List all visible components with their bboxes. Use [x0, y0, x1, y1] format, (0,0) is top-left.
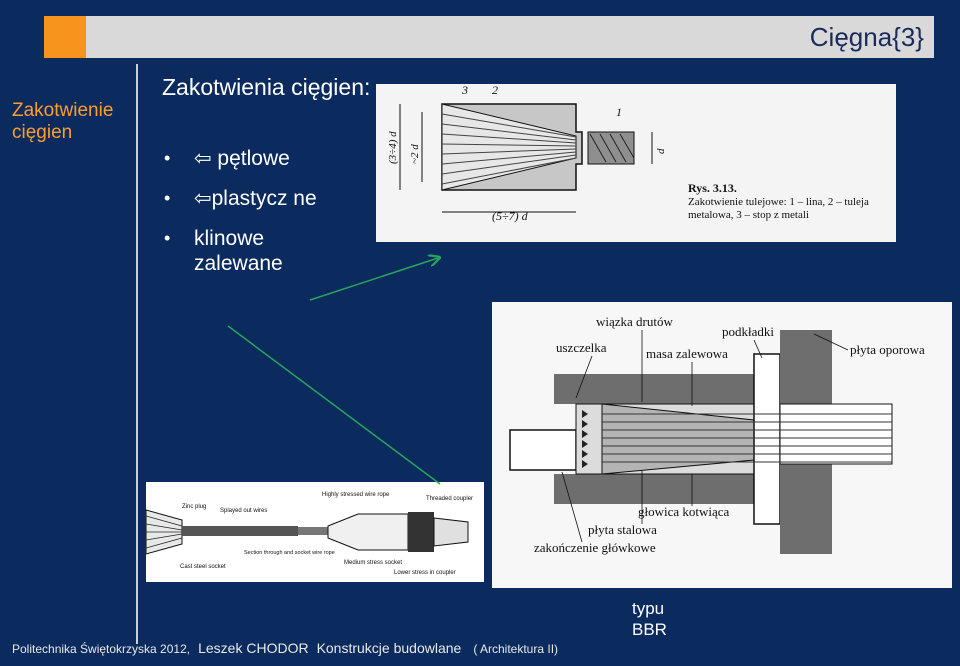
arrow-to-rope-figure: [227, 325, 441, 485]
footer-author: Leszek CHODOR: [198, 640, 309, 656]
footer-university: Politechnika Świętokrzyska 2012,: [12, 642, 191, 656]
label-medium-stress: Medium stress socket: [344, 560, 402, 566]
footer: Politechnika Świętokrzyska 2012, Leszek C…: [12, 640, 558, 658]
label-lower-stress: Lower stress in coupler: [394, 570, 456, 576]
sidebar-title: Zakotwienie cięgien: [12, 100, 114, 143]
figure-caption: Zakotwienie tulejowe: 1 – lina, 2 – tule…: [688, 196, 869, 221]
label-cast-steel: Cast steel socket: [180, 564, 226, 570]
socket-drawing: (3÷4) d ~2 d (5÷7) d d 3 2 1 Rys. 3.13. …: [376, 84, 896, 242]
wire-rope-socket-figure: Zinc plug Splayed out wires Highly stres…: [146, 482, 484, 582]
label-zinc-plug: Zinc plug: [182, 504, 206, 510]
divider: [136, 64, 138, 644]
label-wiazka-drutow: wiązka drutów: [596, 314, 674, 329]
bbr-drawing: wiązka drutów podkładki uszczelka masa z…: [492, 302, 952, 588]
list-item: klinowe zalewane: [164, 226, 334, 276]
label-uszczelka: uszczelka: [556, 340, 607, 355]
footer-program: ( Architektura II): [473, 642, 559, 656]
footer-course: Konstrukcje budowlane: [316, 640, 462, 656]
slide-title: Cięgna{3}: [809, 22, 924, 52]
bbr-anchorage-figure: wiązka drutów podkładki uszczelka masa z…: [492, 302, 952, 588]
label-glowica-kotwiaca: głowica kotwiąca: [638, 504, 730, 519]
label-section-through: Section through and socket wire rope: [244, 550, 335, 556]
label-plyta-oporowa: płyta oporowa: [850, 342, 925, 357]
rope-socket-drawing: Zinc plug Splayed out wires Highly stres…: [146, 482, 484, 582]
bullet-list: ⇦ pętlowe ⇦plastycz ne klinowe zalewane: [164, 146, 334, 291]
list-item: ⇦ pętlowe: [164, 146, 334, 171]
part-label-3: 3: [461, 84, 468, 97]
title-bar: Cięgna{3}: [44, 16, 934, 58]
dim-label-right: d: [655, 148, 667, 154]
list-item: ⇦plastycz ne: [164, 186, 334, 211]
section-heading: Zakotwienia cięgien:: [162, 74, 371, 100]
dim-label-bottom: (5÷7) d: [492, 209, 529, 223]
dim-label-mid: ~2 d: [409, 144, 421, 164]
socket-anchorage-figure: (3÷4) d ~2 d (5÷7) d d 3 2 1 Rys. 3.13. …: [376, 84, 896, 242]
part-label-1: 1: [616, 105, 622, 119]
label-highly-stressed: Highly stressed wire rope: [322, 492, 390, 498]
label-podkladki: podkładki: [722, 324, 774, 339]
dim-label-left: (3÷4) d: [387, 131, 399, 164]
part-label-2: 2: [492, 84, 498, 97]
orange-square-icon: [44, 16, 86, 58]
label-masa-zalewowa: masa zalewowa: [646, 346, 728, 361]
label-threaded-coupler: Threaded coupler: [426, 496, 473, 502]
label-plyta-stalowa: płyta stalowa: [588, 522, 657, 537]
figure-caption-title: Rys. 3.13.: [688, 181, 737, 195]
bbr-note: typu BBR: [632, 599, 667, 639]
label-zakonczenie-glowkowe: zakończenie główkowe: [534, 540, 656, 555]
label-splayed-wires: Splayed out wires: [220, 508, 267, 514]
